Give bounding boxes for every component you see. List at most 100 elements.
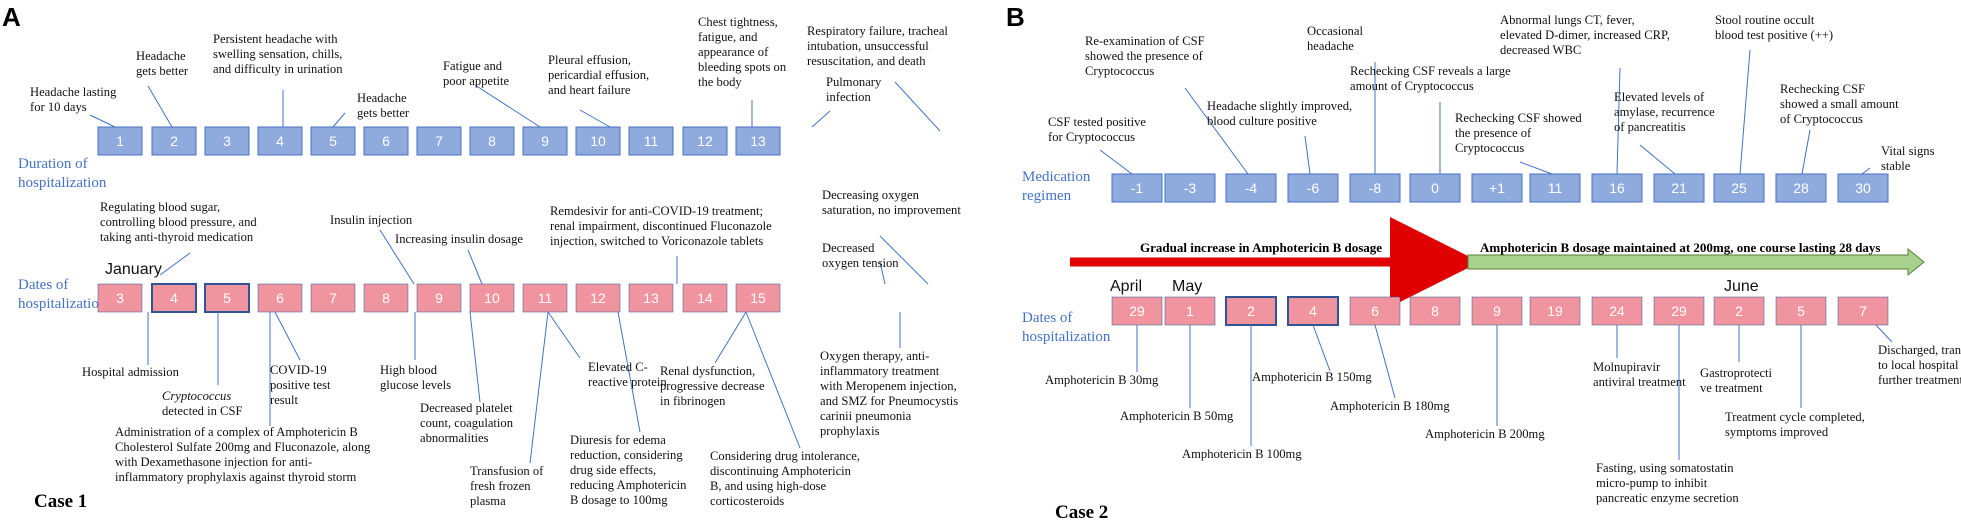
case2-date-box-value: 9 xyxy=(1493,303,1501,319)
duration-day-box-rect xyxy=(575,126,621,156)
annotation-connector xyxy=(469,311,481,403)
annotation-line: ve treatment xyxy=(1700,381,1763,395)
annotation-line: carinii pneumonia xyxy=(820,409,912,423)
annotation-line: Persistent headache with xyxy=(213,32,338,46)
case1-date-box-rect xyxy=(416,283,462,313)
annotation-connector xyxy=(274,311,301,361)
annotation-line: detected in CSF xyxy=(162,404,242,418)
medication-day-box-rect xyxy=(1775,173,1827,203)
case2-date-box-rect xyxy=(1225,296,1277,326)
panel-b-month-june: June xyxy=(1724,278,1759,295)
medication-day-box-5: -8 xyxy=(1349,173,1401,203)
annotation-connector xyxy=(1374,324,1396,399)
case1-date-box-8: 10 xyxy=(469,283,515,313)
case2-date-box-3: 2 xyxy=(1225,296,1277,326)
panel-a-duration-label-1: Duration of xyxy=(18,156,88,172)
annotation-line: discontinuing Amphotericin xyxy=(710,464,852,478)
case2-date-box-2: 1 xyxy=(1164,296,1216,326)
annotation-line: with Dexamethasone injection for anti- xyxy=(115,455,312,469)
medication-day-box-rect xyxy=(1713,173,1765,203)
duration-day-box-rect xyxy=(363,126,409,156)
case1-date-box-value: 13 xyxy=(643,290,659,306)
annotation-line: to local hospital for xyxy=(1878,358,1961,372)
annotation-line: Transfusion of xyxy=(470,464,544,478)
medication-day-box-rect xyxy=(1287,173,1339,203)
case2-date-box-value: 29 xyxy=(1671,303,1687,319)
medication-day-box-rect xyxy=(1349,173,1401,203)
dosage-maintained-label: Amphotericin B dosage maintained at 200m… xyxy=(1480,240,1880,255)
annotation-line: micro-pump to inhibit xyxy=(1596,476,1708,490)
annotation-connector xyxy=(745,311,801,449)
case2-date-box-13: 7 xyxy=(1837,296,1889,326)
annotation-line: with Meropenem injection, xyxy=(820,379,957,393)
medication-day-box-2: -3 xyxy=(1164,173,1216,203)
annotation-connector xyxy=(1616,67,1621,175)
medication-day-box-value: -1 xyxy=(1131,180,1144,196)
duration-day-box-rect xyxy=(682,126,728,156)
case1-date-box-rect xyxy=(735,283,781,313)
duration-day-box-5: 5 xyxy=(310,126,356,156)
case1-date-box-value: 8 xyxy=(382,290,390,306)
medication-day-box-value: 30 xyxy=(1855,180,1871,196)
case1-date-box-value: 10 xyxy=(484,290,500,306)
annotation-line: the body xyxy=(698,75,742,89)
duration-day-box-value: 12 xyxy=(697,133,713,149)
annotation-line: count, coagulation xyxy=(420,416,514,430)
annotation-connector xyxy=(147,85,173,128)
panel-b-case-label: Case 2 xyxy=(1055,502,1108,523)
medication-day-box-rect xyxy=(1837,173,1889,203)
annotation-line: headache xyxy=(1307,39,1354,53)
panel-b-dates-label-1: Dates of xyxy=(1022,310,1072,326)
annotation-text: Amphotericin B 100mg xyxy=(1182,447,1302,461)
case2-date-box-rect xyxy=(1529,296,1581,326)
annotation-line: Hospital admission xyxy=(82,365,180,379)
annotation-line: Administration of a complex of Amphoteri… xyxy=(115,425,358,439)
annotation-text: Amphotericin B 50mg xyxy=(1120,409,1234,423)
medication-day-box-value: -6 xyxy=(1307,180,1320,196)
annotation-line: Headache xyxy=(357,91,407,105)
annotation-line: Amphotericin B 150mg xyxy=(1252,370,1372,384)
annotation-line: Diuresis for edema xyxy=(570,433,666,447)
annotation-line: amylase, recurrence xyxy=(1614,105,1715,119)
annotation-line: showed the presence of xyxy=(1085,49,1204,63)
annotation-line: Discharged, transferred xyxy=(1878,343,1961,357)
medication-day-box-value: 28 xyxy=(1793,180,1809,196)
medication-day-box-value: 21 xyxy=(1671,180,1687,196)
case1-date-box-rect xyxy=(628,283,674,313)
annotation-text: Regulating blood sugar,controlling blood… xyxy=(100,200,257,244)
medication-day-box-rect xyxy=(1111,173,1163,203)
annotation-line: Oxygen therapy, anti- xyxy=(820,349,929,363)
duration-day-box-rect xyxy=(522,126,568,156)
case1-date-box-value: 15 xyxy=(750,290,766,306)
annotation-line: fatigue, and xyxy=(698,30,758,44)
annotation-line: Re-examination of CSF xyxy=(1085,34,1205,48)
annotation-connector xyxy=(879,261,886,285)
annotation-line: further treatment xyxy=(1878,373,1961,387)
case2-date-box-rect xyxy=(1653,296,1705,326)
duration-day-box-rect xyxy=(469,126,515,156)
case2-date-box-value: 7 xyxy=(1859,303,1867,319)
panel-a-dates-label-2: hospitalization xyxy=(18,296,107,312)
duration-day-box-2: 2 xyxy=(151,126,197,156)
case2-date-box-rect xyxy=(1471,296,1523,326)
case2-date-box-11: 2 xyxy=(1713,296,1765,326)
annotation-line: pericardial effusion, xyxy=(548,68,649,82)
panel-b-month-may: May xyxy=(1172,278,1202,295)
annotation-line: stable xyxy=(1881,159,1911,173)
annotation-line: gets better xyxy=(357,106,410,120)
annotation-connector xyxy=(617,311,641,433)
annotation-line: renal impairment, discontinued Fluconazo… xyxy=(550,219,772,233)
medication-day-box-rect xyxy=(1471,173,1523,203)
panel-a-case-label: Case 1 xyxy=(34,491,87,512)
annotation-line: reactive protein xyxy=(588,375,667,389)
medication-day-box-7: +1 xyxy=(1471,173,1523,203)
